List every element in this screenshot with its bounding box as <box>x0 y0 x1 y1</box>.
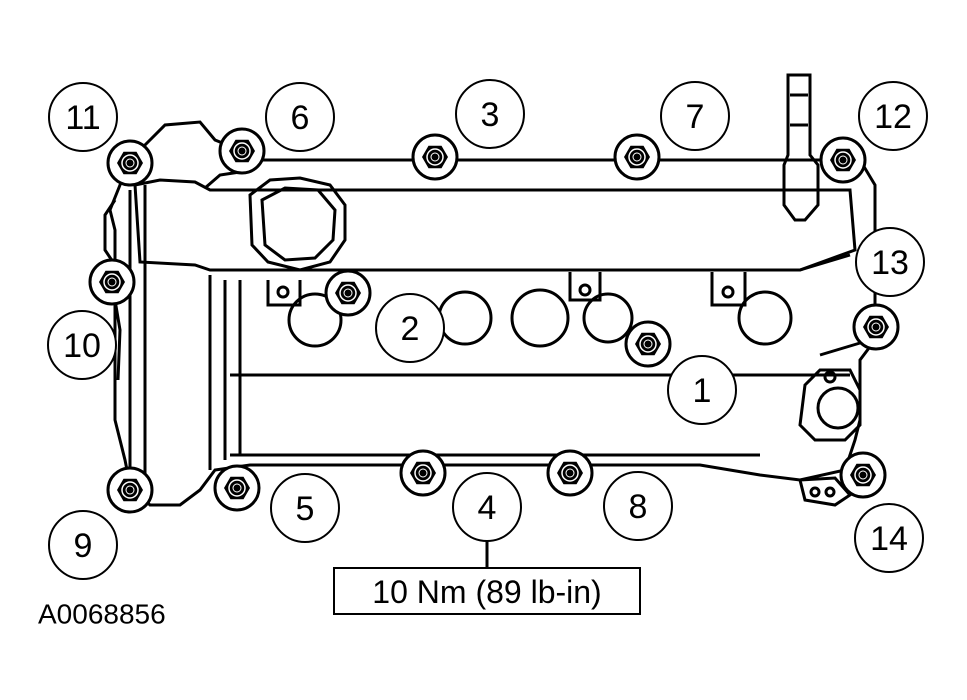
callout-circle-9 <box>48 510 118 580</box>
callout-circle-8 <box>603 471 673 541</box>
bolt-9 <box>106 466 154 514</box>
bolt-2 <box>324 269 372 317</box>
bolt-12 <box>819 136 867 184</box>
callout-circle-6 <box>265 82 335 152</box>
callout-circle-7 <box>660 81 730 151</box>
callout-circle-10 <box>47 310 117 380</box>
callout-label-8: 8 <box>629 488 648 526</box>
callout-label-6: 6 <box>291 99 310 137</box>
bolt-4 <box>399 449 447 497</box>
callout-label-4: 4 <box>478 489 497 527</box>
bolt-5 <box>213 464 261 512</box>
callout-label-11: 11 <box>65 99 100 137</box>
bolt-11 <box>106 139 154 187</box>
callout-circle-2 <box>375 293 445 363</box>
callout-circle-3 <box>455 79 525 149</box>
callout-label-14: 14 <box>870 520 908 558</box>
callout-circle-14 <box>854 503 924 573</box>
callout-label-2: 2 <box>401 310 420 348</box>
callout-circle-4 <box>452 472 522 542</box>
bolt-6 <box>218 127 266 175</box>
callout-label-12: 12 <box>874 98 912 136</box>
bolt-3 <box>411 133 459 181</box>
figure-id: A0068856 <box>38 599 166 630</box>
callout-label-1: 1 <box>693 372 712 410</box>
torque-spec-box <box>333 567 641 615</box>
callout-circle-1 <box>667 355 737 425</box>
bolt-14 <box>839 451 887 499</box>
callout-label-13: 13 <box>871 244 909 282</box>
bolt-10 <box>88 258 136 306</box>
callout-circle-5 <box>270 473 340 543</box>
callout-label-3: 3 <box>481 96 500 134</box>
bolt-7 <box>613 133 661 181</box>
callout-circle-13 <box>855 227 925 297</box>
callout-label-10: 10 <box>63 327 101 365</box>
callout-circle-12 <box>858 81 928 151</box>
bolt-13 <box>852 303 900 351</box>
callout-circle-11 <box>48 82 118 152</box>
bolt-8 <box>546 449 594 497</box>
callout-label-7: 7 <box>686 98 705 136</box>
callout-label-5: 5 <box>296 490 315 528</box>
bolt-1 <box>624 320 672 368</box>
callout-label-9: 9 <box>74 527 93 565</box>
torque-spec-label: 10 Nm (89 lb-in) <box>372 574 601 610</box>
